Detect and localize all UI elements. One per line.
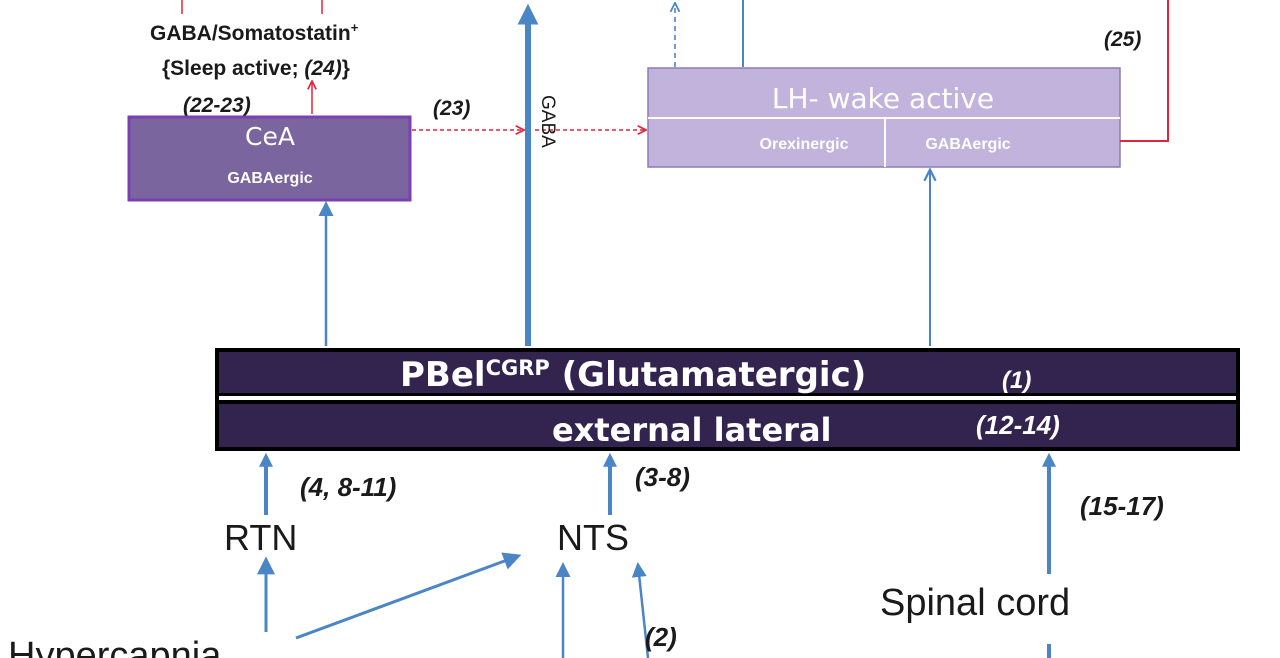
- gaba-somatostatin-label: GABA/Somatostatin+: [150, 20, 359, 45]
- ref-24: (24): [304, 57, 341, 80]
- sleep-active-close: }: [342, 57, 350, 80]
- pbel-box-lower: [219, 404, 1236, 447]
- blue-arrow-hypercapnia-to-nts: [295, 552, 522, 640]
- cea-box: CeA GABAergic: [127, 115, 412, 202]
- gaba-vertical-label: GABA: [537, 95, 558, 148]
- lh-gabaergic: GABAergic: [925, 136, 1010, 153]
- lh-box: LH- wake active Orexinergic GABAergic: [647, 67, 1121, 168]
- pbel-title-sup: CGRP: [486, 356, 550, 380]
- pbel-title-main: PBel: [400, 355, 486, 395]
- ref-2: (2): [645, 622, 677, 652]
- ref-4-8-11: (4, 8-11): [300, 472, 396, 502]
- ref-25: (25): [1104, 28, 1141, 51]
- pbel-ref-12-14: (12-14): [976, 410, 1060, 440]
- pbel-box: PBelCGRP (Glutamatergic) (1) external la…: [215, 348, 1240, 451]
- lh-orexinergic: Orexinergic: [760, 136, 849, 153]
- cea-box-rect: [127, 115, 412, 202]
- pbel-subtitle: external lateral: [552, 411, 832, 449]
- blue-arrow-input-to-nts-right: [631, 562, 650, 658]
- spinal-cord-label: Spinal cord: [880, 582, 1070, 624]
- pbel-title: PBelCGRP (Glutamatergic): [400, 355, 866, 395]
- cea-subtitle: GABAergic: [227, 170, 312, 187]
- cea-title: CeA: [245, 122, 295, 151]
- gaba-somatostatin-line1: GABA/Somatostatin: [150, 22, 351, 45]
- ref-15-17: (15-17): [1080, 491, 1164, 521]
- ref-22-23: (22-23): [183, 94, 251, 117]
- red-loop-lh: [1120, 0, 1169, 142]
- rtn-label: RTN: [224, 517, 297, 558]
- sleep-active-open: {Sleep active;: [162, 57, 304, 80]
- pbel-title-rest: (Glutamatergic): [550, 355, 866, 395]
- sleep-active-label: {Sleep active; (24)}: [162, 57, 350, 80]
- pbel-ref-1: (1): [1002, 367, 1031, 394]
- hypercapnia-label: Hypercapnia: [8, 635, 222, 658]
- ref-3-8: (3-8): [635, 462, 690, 492]
- ref-23: (23): [433, 97, 470, 120]
- pbel-box-upper: [219, 352, 1236, 393]
- nts-label: NTS: [557, 517, 629, 558]
- lh-title: LH- wake active: [772, 82, 994, 115]
- gaba-somatostatin-sup: +: [351, 20, 359, 35]
